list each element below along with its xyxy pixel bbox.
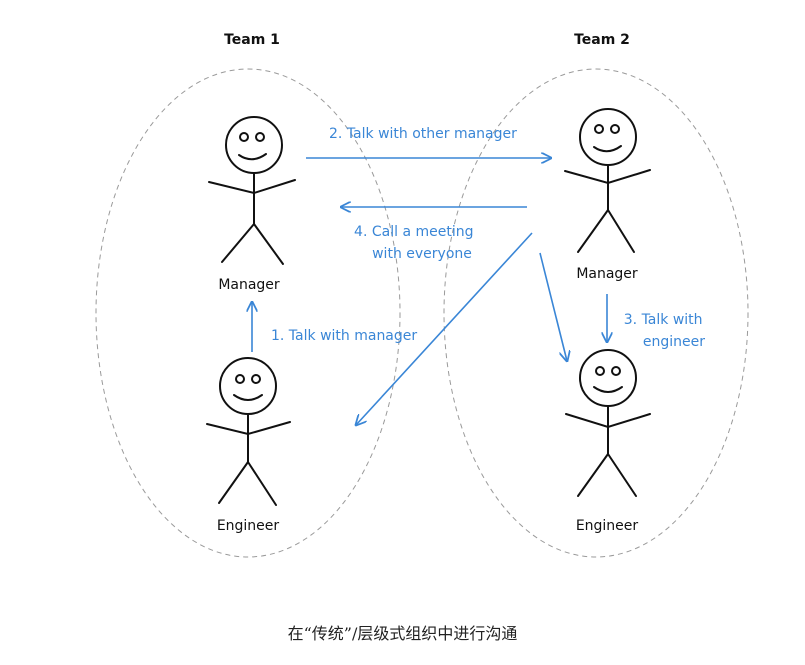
team1-title: Team 1	[224, 32, 280, 48]
step3-line2: engineer	[643, 334, 705, 350]
team2-boundary	[443, 68, 749, 558]
figure-caption: 在“传统”/层级式组织中进行沟通	[287, 624, 518, 643]
team1-engineer-figure	[206, 357, 291, 506]
step1-line1: 1. Talk with manager	[271, 328, 417, 344]
team1-manager-figure	[208, 116, 296, 265]
team2-engineer-label: Engineer	[576, 518, 639, 534]
communication-diagram: Team 1 Team 2 Manager Engineer Manager	[95, 32, 749, 558]
team2-title: Team 2	[574, 32, 630, 48]
team2-manager-label: Manager	[576, 266, 638, 282]
team1-boundary	[95, 68, 401, 558]
step3-line1: 3. Talk with	[624, 312, 703, 328]
team2-manager-figure	[564, 108, 651, 253]
step4-label: 4. Call a meeting with everyone	[354, 224, 478, 262]
step1-label: 1. Talk with manager	[271, 328, 417, 344]
step2-line1: 2. Talk with other manager	[329, 126, 517, 142]
team1-manager-label: Manager	[218, 277, 280, 293]
step3-label: 3. Talk with engineer	[624, 312, 707, 350]
arrow-step4-to-team2-engineer	[539, 252, 567, 361]
step2-label: 2. Talk with other manager	[329, 126, 517, 142]
step4-line2: with everyone	[372, 246, 472, 262]
step4-line1: 4. Call a meeting	[354, 224, 473, 240]
arrow-step4-to-team1-engineer	[356, 232, 533, 425]
team1-engineer-label: Engineer	[217, 518, 280, 534]
team2-engineer-figure	[565, 349, 651, 497]
